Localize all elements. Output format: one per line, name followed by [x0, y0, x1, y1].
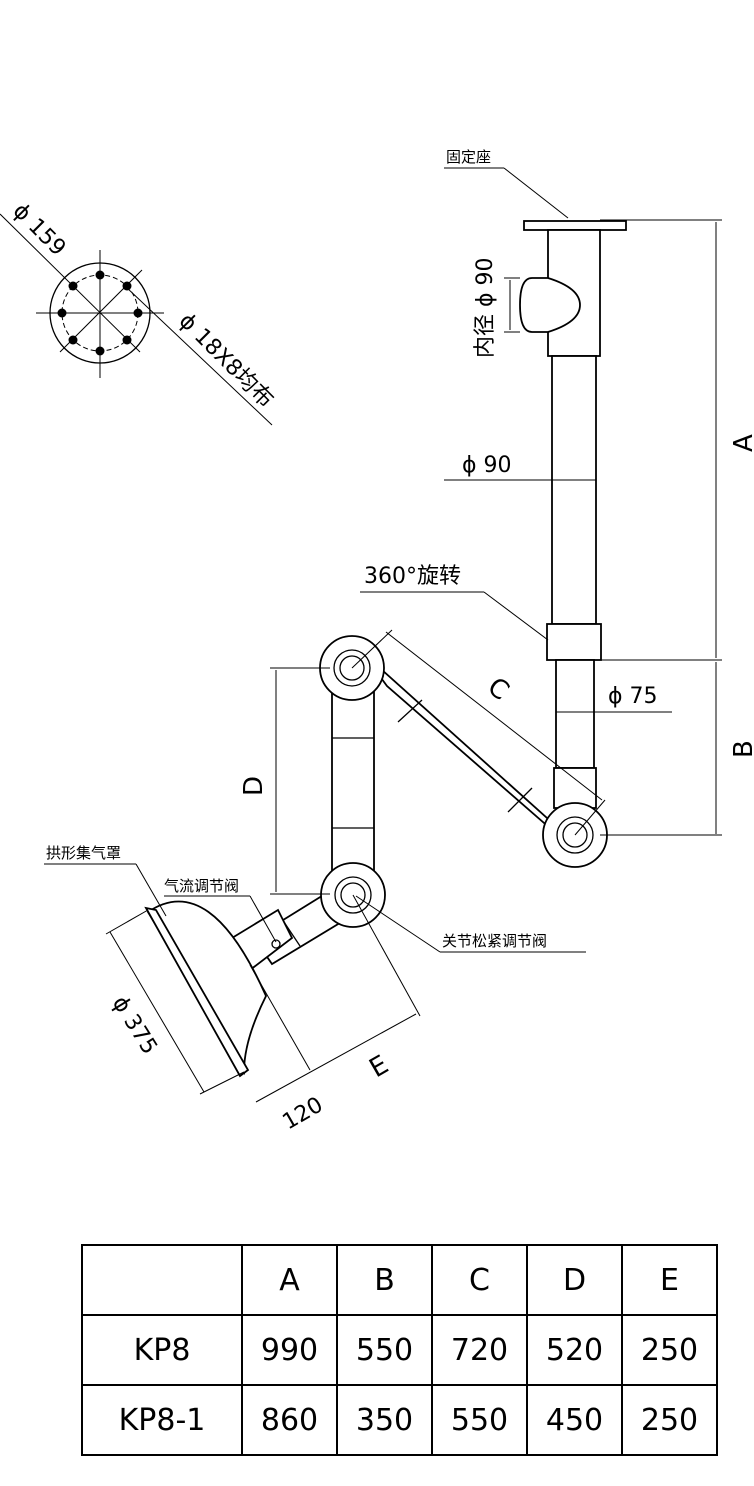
bolt-hole — [133, 308, 143, 318]
mount-label: 固定座 — [446, 148, 491, 166]
lower-right-hub — [562, 822, 588, 848]
table-cell: 990 — [241, 1314, 338, 1386]
dim-e-line — [255, 1013, 417, 1103]
bolt-hole — [95, 270, 105, 280]
table-cell: 860 — [241, 1384, 338, 1456]
table-header-cell: E — [621, 1244, 718, 1316]
arm-d-pipe — [331, 671, 375, 883]
dim-e-ext-left — [249, 964, 311, 1071]
hood-diameter-label: ϕ 375 — [107, 992, 162, 1059]
flange-diameter-label: ϕ 159 — [8, 199, 71, 262]
arched-hood — [144, 900, 294, 1078]
table-header-cell — [81, 1244, 243, 1316]
bolt-hole — [57, 308, 67, 318]
bolt-holes-label: ϕ 18X8均布 — [174, 309, 278, 413]
table-cell: 450 — [526, 1384, 623, 1456]
upper-pipe — [551, 355, 597, 625]
hood-rim — [144, 906, 250, 1078]
lower-right-inner — [556, 816, 594, 854]
hood-offset-label: 120 — [279, 1093, 328, 1136]
table-header-row: A B C D E — [81, 1244, 718, 1316]
hood-dim-ext-bottom — [199, 1071, 245, 1095]
bolt-hole — [68, 281, 78, 291]
table-header-cell: A — [241, 1244, 338, 1316]
hood-diameter-line — [109, 931, 205, 1093]
mount-flange — [523, 220, 627, 231]
table-cell: 550 — [431, 1384, 528, 1456]
bolt-hole — [95, 346, 105, 356]
table-header-cell: D — [526, 1244, 623, 1316]
joint-valve-label: 关节松紧调节阀 — [442, 932, 547, 950]
arm-c-pipe — [361, 651, 576, 851]
bolt-hole — [122, 335, 132, 345]
table-row: KP8-1 860 350 550 450 250 — [81, 1384, 718, 1456]
flange-top-view: ϕ 159 ϕ 18X8均布 — [0, 199, 278, 426]
arm-segment-c — [361, 651, 576, 851]
dim-d-label: D — [239, 776, 269, 796]
dim-b-label: B — [729, 740, 754, 758]
arm-diagram: ϕ 159 ϕ 18X8均布 — [0, 148, 754, 1136]
spec-table: A B C D E KP8 990 550 720 520 250 KP8-1 … — [81, 1244, 718, 1456]
hood-leader — [135, 863, 167, 917]
table-cell: 720 — [431, 1314, 528, 1386]
model-cell: KP8-1 — [81, 1384, 243, 1456]
bolt-hole-leader — [125, 286, 273, 426]
dim-c-label: C — [482, 672, 515, 707]
pipe-diameter-label: ϕ 90 — [462, 453, 512, 478]
inner-diameter-label: 内径 ϕ 90 — [473, 258, 498, 359]
model-cell: KP8 — [81, 1314, 243, 1386]
table-cell: 550 — [336, 1314, 433, 1386]
inlet-port — [519, 277, 581, 333]
table-cell: 350 — [336, 1384, 433, 1456]
table-cell: 250 — [621, 1384, 718, 1456]
arm-segment-d — [331, 671, 375, 883]
dim-c-ext-right — [574, 799, 606, 836]
dim-c-line — [385, 631, 603, 801]
joint-valve-leader — [355, 895, 441, 953]
lower-pipe — [555, 659, 595, 769]
mount-leader — [503, 167, 569, 219]
upper-elbow-hub — [339, 655, 365, 681]
valve-knob — [271, 939, 281, 949]
rotation-collar — [546, 623, 602, 661]
arm-c-ring — [397, 699, 423, 723]
valve-leader — [249, 895, 277, 943]
dim-e-ext-right — [352, 894, 421, 1017]
table-row: KP8 990 550 720 520 250 — [81, 1314, 718, 1386]
dim-a-label: A — [729, 434, 754, 452]
hood-dim-ext-top — [105, 909, 149, 935]
airflow-valve-label: 气流调节阀 — [164, 877, 239, 895]
table-header-cell: C — [431, 1244, 528, 1316]
hood-label: 拱形集气罩 — [46, 844, 121, 862]
dim-c-ext-left — [351, 629, 393, 669]
dim-e-label: E — [365, 1050, 394, 1084]
lower-left-inner — [334, 876, 372, 914]
joint-socket — [553, 767, 597, 809]
upper-elbow-inner — [333, 649, 371, 687]
lower-left-hub — [340, 882, 366, 908]
rotation-leader — [483, 591, 549, 641]
leaders — [44, 167, 586, 953]
table-header-cell: B — [336, 1244, 433, 1316]
arm-c-ring — [507, 787, 533, 813]
table-cell: 520 — [526, 1314, 623, 1386]
rotation-label: 360°旋转 — [364, 564, 461, 589]
vertical-pipe — [519, 220, 627, 809]
lower-pipe-diameter-label: ϕ 75 — [608, 684, 658, 709]
bolt-hole — [68, 335, 78, 345]
dimension-lines — [105, 219, 722, 1103]
table-cell: 250 — [621, 1314, 718, 1386]
bolt-hole — [122, 281, 132, 291]
